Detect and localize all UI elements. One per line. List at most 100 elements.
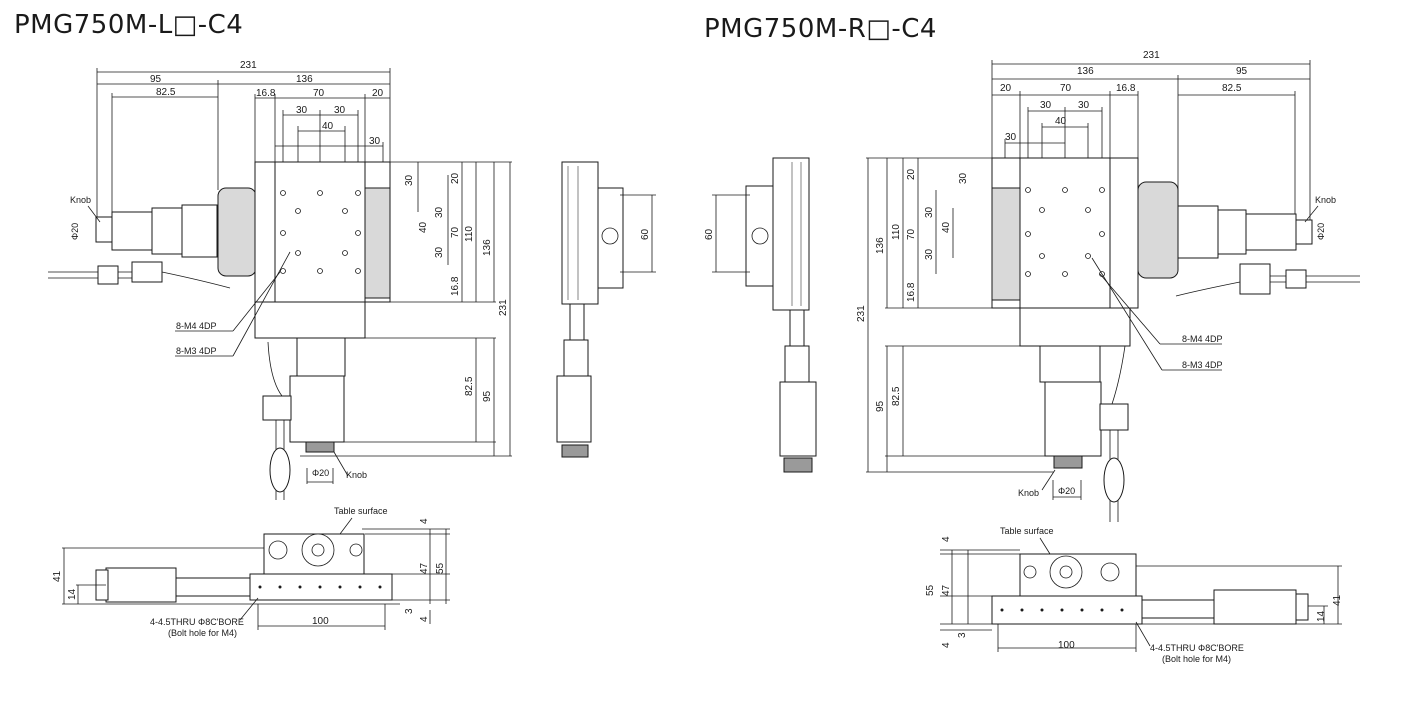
dim-left-30b: 30 <box>334 105 346 116</box>
left-knob-bottom <box>305 441 335 453</box>
dim-lf-3: 3 <box>404 608 415 614</box>
label-lf-table-surface: Table surface <box>334 506 388 516</box>
dim-right-side-60: 60 <box>704 228 715 240</box>
dim-right-l110: 110 <box>891 224 902 240</box>
dim-left-r30a: 30 <box>404 174 415 186</box>
dim-left-r82-5: 82.5 <box>464 376 475 396</box>
right-side-view: 60 <box>704 157 817 473</box>
label-lf-thru: 4-4.5THRU Φ8C'BORE <box>150 617 244 627</box>
left-top-view: 231 95 136 82.5 16.8 70 20 30 30 40 30 K… <box>48 60 512 500</box>
dim-right-30c: 30 <box>1005 132 1017 143</box>
dim-right-40: 40 <box>1055 116 1067 127</box>
dim-left-r30b: 30 <box>434 206 445 218</box>
label-right-phi-bottom: Φ20 <box>1058 486 1075 496</box>
right-top-view: 231 136 95 20 70 16.8 82.5 30 30 40 30 K… <box>856 50 1360 522</box>
dim-right-l30b: 30 <box>924 206 935 218</box>
dim-right-16-8: 16.8 <box>1116 83 1136 94</box>
dim-lf-100: 100 <box>312 616 329 627</box>
label-rf-thru: 4-4.5THRU Φ8C'BORE <box>1150 643 1244 653</box>
dim-left-231: 231 <box>240 60 257 71</box>
label-right-knob-top: Knob <box>1315 195 1336 205</box>
label-rf-bolt: (Bolt hole for M4) <box>1162 654 1231 664</box>
left-side-view: 60 <box>556 161 656 458</box>
right-knob-bottom <box>1053 455 1083 469</box>
dim-rf-47: 47 <box>941 584 952 596</box>
dim-left-40: 40 <box>322 121 334 132</box>
dim-rf-4a: 4 <box>941 536 952 542</box>
left-knob-top <box>95 216 113 243</box>
dim-left-30a: 30 <box>296 105 308 116</box>
right-knob-top <box>1295 219 1313 245</box>
dim-left-r70: 70 <box>450 226 461 238</box>
dim-right-l16-8: 16.8 <box>906 282 917 302</box>
dim-lf-14: 14 <box>67 588 78 600</box>
left-motor-body <box>111 211 153 251</box>
dim-right-l20: 20 <box>906 168 917 180</box>
dim-left-r110: 110 <box>464 226 475 242</box>
dim-right-231: 231 <box>1143 50 1160 61</box>
label-left-knob-bottom: Knob <box>346 470 367 480</box>
label-right-knob-bottom: Knob <box>1018 488 1039 498</box>
dim-left-r40: 40 <box>418 221 429 233</box>
left-hole-pattern <box>280 190 361 274</box>
dim-rf-3: 3 <box>957 632 968 638</box>
dim-right-l30a: 30 <box>958 172 969 184</box>
dim-left-20: 20 <box>372 88 384 99</box>
dim-rf-100: 100 <box>1058 640 1075 651</box>
left-front-view: 4 47 55 41 14 3 4 100 Table surface 4-4.… <box>52 506 450 638</box>
right-front-view: 4 55 47 41 14 3 4 100 Table surface 4-4.… <box>925 526 1343 664</box>
label-right-m4: 8-M4 4DP <box>1182 334 1223 344</box>
label-left-m3: 8-M3 4DP <box>176 346 217 356</box>
dim-left-82-5: 82.5 <box>156 87 176 98</box>
dim-left-r95: 95 <box>482 390 493 402</box>
label-left-m4: 8-M4 4DP <box>176 321 217 331</box>
dim-rf-4b: 4 <box>941 642 952 648</box>
dim-right-95: 95 <box>1236 66 1248 77</box>
label-left-knob-top: Knob <box>70 195 91 205</box>
dim-lf-41: 41 <box>52 570 63 582</box>
dim-right-l95: 95 <box>875 400 886 412</box>
dim-left-side-60: 60 <box>640 228 651 240</box>
right-base-plate <box>991 595 1143 625</box>
dim-left-r16-8: 16.8 <box>450 276 461 296</box>
drawing-title-left: PMG750M-L□-C4 <box>14 10 244 40</box>
right-base-holes <box>1000 608 1124 612</box>
dim-right-30b: 30 <box>1078 100 1090 111</box>
dim-right-136: 136 <box>1077 66 1094 77</box>
dim-right-l70: 70 <box>906 228 917 240</box>
dim-right-l136: 136 <box>875 237 886 254</box>
drawing-title-right: PMG750M-R□-C4 <box>704 14 937 44</box>
label-left-phi-top: Φ20 <box>70 223 80 240</box>
label-rf-table-surface: Table surface <box>1000 526 1054 536</box>
dim-left-r30c: 30 <box>434 246 445 258</box>
dim-rf-41: 41 <box>1332 594 1343 606</box>
dim-right-l40: 40 <box>941 221 952 233</box>
label-right-phi-top: Φ20 <box>1316 223 1326 240</box>
label-left-phi-bottom: Φ20 <box>312 468 329 478</box>
dim-right-30a: 30 <box>1040 100 1052 111</box>
dim-left-95: 95 <box>150 74 162 85</box>
dim-rf-14: 14 <box>1316 610 1327 622</box>
dim-right-l231: 231 <box>856 305 867 322</box>
dim-right-l82-5: 82.5 <box>891 386 902 406</box>
label-right-m3: 8-M3 4DP <box>1182 360 1223 370</box>
left-base-holes <box>258 585 382 589</box>
dim-lf-4b: 4 <box>419 616 430 622</box>
dim-right-82-5: 82.5 <box>1222 83 1242 94</box>
dim-rf-55: 55 <box>925 584 936 596</box>
dim-lf-4a: 4 <box>419 518 430 524</box>
dim-left-r20: 20 <box>450 172 461 184</box>
left-gear-housing <box>217 187 257 277</box>
dim-left-70: 70 <box>313 88 325 99</box>
dim-right-l30c: 30 <box>924 248 935 260</box>
dim-right-20: 20 <box>1000 83 1012 94</box>
dim-left-r231: 231 <box>498 299 509 316</box>
dim-left-136: 136 <box>296 74 313 85</box>
right-gear-housing <box>1137 181 1179 279</box>
dim-right-70: 70 <box>1060 83 1072 94</box>
right-hole-pattern <box>1025 187 1105 277</box>
dim-lf-47: 47 <box>419 562 430 574</box>
label-lf-bolt: (Bolt hole for M4) <box>168 628 237 638</box>
dim-left-r136: 136 <box>482 239 493 256</box>
